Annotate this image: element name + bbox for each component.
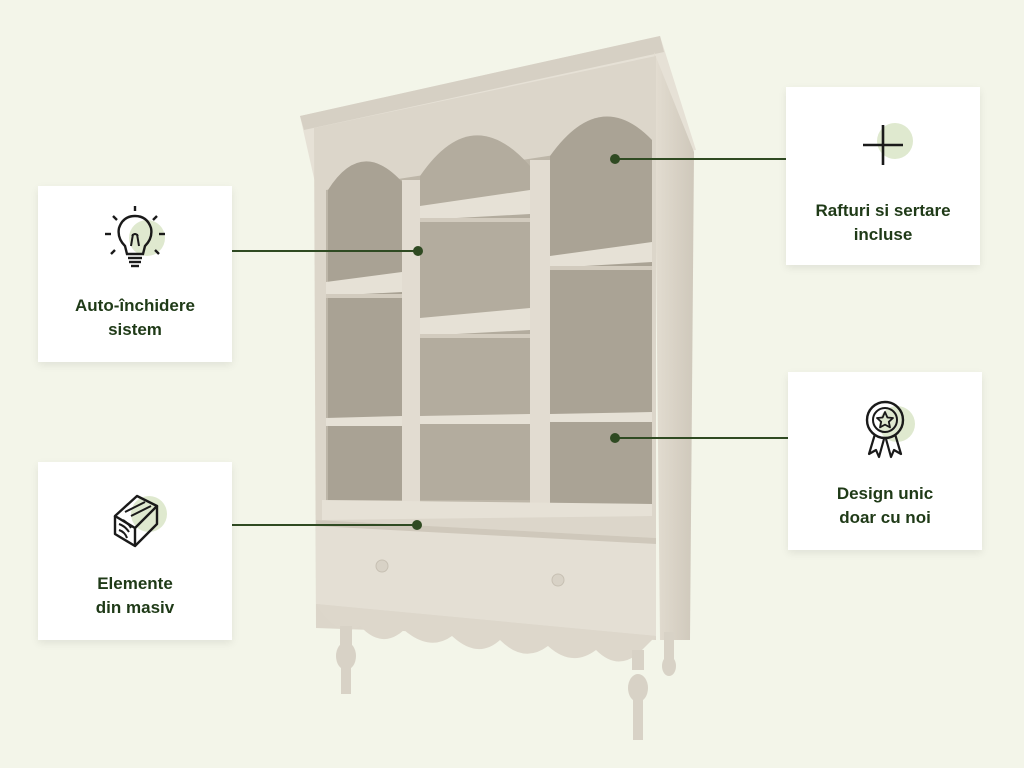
connector-masiv (210, 524, 417, 526)
feature-label-line1: Rafturi si sertare (815, 201, 951, 220)
right-arch (550, 116, 652, 506)
left-arch (328, 161, 404, 500)
connector-dot-auto (413, 246, 423, 256)
divider-left (402, 180, 420, 502)
feature-label-auto-closing: Auto-închidere sistem (38, 294, 232, 342)
connector-design (615, 437, 810, 439)
connector-auto (210, 250, 418, 252)
feature-label-line1: Auto-închidere (75, 296, 195, 315)
divider-right (530, 160, 550, 504)
lightbulb-icon (95, 204, 175, 274)
feature-card-solid-wood: Elemente din masiv (38, 462, 232, 640)
feature-label-line1: Design unic (836, 484, 934, 503)
feature-label-line2: doar cu noi (839, 508, 931, 527)
feature-label-line2: incluse (853, 225, 913, 244)
feature-card-unique-design: Design unic doar cu noi (788, 372, 982, 550)
drawer-front (316, 520, 656, 636)
shelves (322, 190, 652, 520)
feature-card-auto-closing: Auto-închidere sistem (38, 186, 232, 362)
plus-icon (843, 111, 923, 181)
feature-label-line1: Elemente (97, 574, 173, 593)
drawer-knob-left (375, 559, 389, 573)
drawer-knob-right (551, 573, 565, 587)
connector-dot-masiv (412, 520, 422, 530)
scalloped-apron (316, 604, 656, 662)
feature-card-shelves-drawers: Rafturi si sertare incluse (786, 87, 980, 265)
cabinet-side-panel (654, 52, 694, 640)
feature-label-line2: sistem (108, 320, 162, 339)
feature-label-unique-design: Design unic doar cu noi (788, 482, 982, 530)
connector-dot-design (610, 433, 620, 443)
legs (336, 626, 676, 740)
connector-rafturi (615, 158, 810, 160)
wood-log-icon (95, 484, 175, 554)
feature-label-line2: din masiv (95, 598, 175, 617)
feature-label-shelves-drawers: Rafturi si sertare incluse (786, 199, 980, 247)
feature-label-solid-wood: Elemente din masiv (38, 572, 232, 620)
award-ribbon-icon (845, 394, 925, 464)
connector-dot-rafturi (610, 154, 620, 164)
